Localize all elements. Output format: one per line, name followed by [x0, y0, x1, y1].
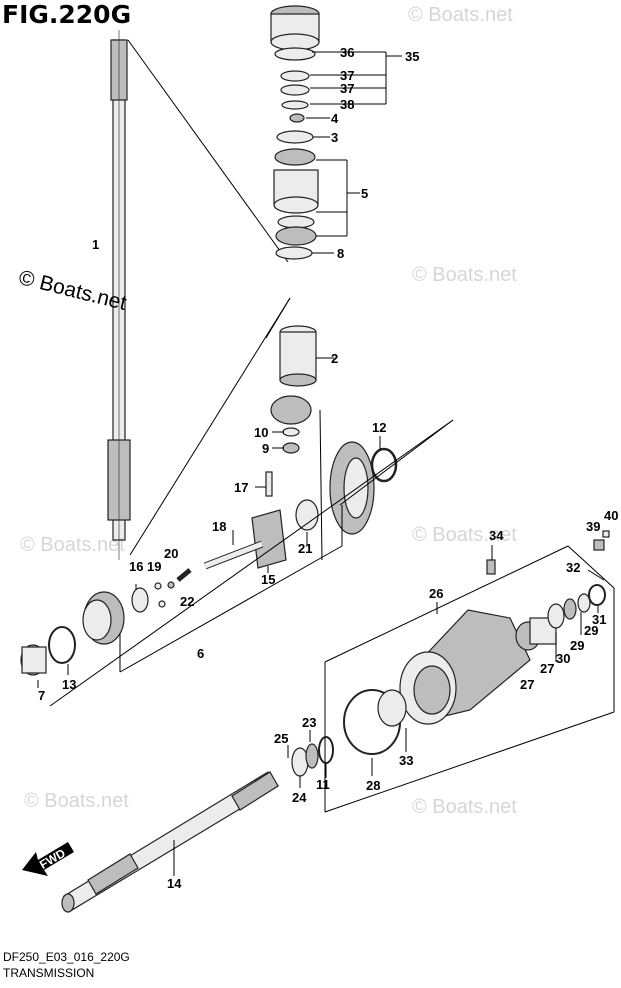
callout-21[interactable]: 21	[298, 541, 312, 556]
ring-gear[interactable]	[295, 441, 398, 535]
drive-shaft[interactable]	[107, 30, 131, 560]
callout-38[interactable]: 38	[340, 97, 354, 112]
callout-30[interactable]: 30	[556, 651, 570, 666]
callout-6[interactable]: 6	[197, 646, 204, 661]
propeller-shaft[interactable]	[61, 736, 334, 913]
callout-15[interactable]: 15	[261, 572, 275, 587]
figure-code: DF250_E03_016_220G	[3, 950, 130, 964]
callout-11[interactable]: 11	[316, 777, 330, 792]
callout-22[interactable]: 22	[180, 594, 194, 609]
callout-27a[interactable]: 27	[520, 677, 534, 692]
callout-35[interactable]: 35	[405, 49, 419, 64]
figure-name: TRANSMISSION	[3, 966, 95, 980]
figure-title: FIG.220G	[2, 0, 132, 29]
watermark-faint-5: © Boats.net	[24, 790, 129, 812]
callouts: 1 2 3 4 5 6 7 8 9 10 11 12 13 14 15 16 1…	[38, 45, 618, 891]
callout-7[interactable]: 7	[38, 688, 45, 703]
callout-37b[interactable]: 37	[340, 81, 354, 96]
callout-4[interactable]: 4	[331, 111, 339, 126]
callout-20[interactable]: 20	[164, 546, 178, 561]
callout-29a[interactable]: 29	[570, 638, 584, 653]
fwd-arrow-icon: FWD	[22, 842, 74, 876]
callout-19[interactable]: 19	[147, 559, 161, 574]
callout-37a[interactable]: 37	[340, 68, 354, 83]
callout-27b[interactable]: 27	[540, 661, 554, 676]
watermark-faint-3: © Boats.net	[20, 534, 125, 556]
pinion-gear[interactable]	[270, 325, 317, 454]
forward-gear[interactable]	[20, 587, 149, 676]
watermark-faint-4: © Boats.net	[412, 524, 517, 546]
callout-17[interactable]: 17	[234, 480, 248, 495]
watermark-faint-2: © Boats.net	[412, 264, 517, 286]
watermark-faint-1: © Boats.net	[408, 4, 513, 26]
callout-40[interactable]: 40	[604, 508, 618, 523]
callout-39[interactable]: 39	[586, 519, 600, 534]
callout-23[interactable]: 23	[302, 715, 316, 730]
callout-25[interactable]: 25	[274, 731, 288, 746]
callout-3[interactable]: 3	[331, 130, 338, 145]
callout-2[interactable]: 2	[331, 351, 338, 366]
callout-14[interactable]: 14	[167, 876, 182, 891]
callout-8[interactable]: 8	[337, 246, 344, 261]
callout-29b[interactable]: 29	[584, 623, 598, 638]
callout-32[interactable]: 32	[566, 560, 580, 575]
callout-9[interactable]: 9	[262, 441, 269, 456]
callout-36[interactable]: 36	[340, 45, 354, 60]
callout-34[interactable]: 34	[489, 528, 504, 543]
callout-1[interactable]: 1	[92, 237, 99, 252]
bearing-housing[interactable]	[343, 530, 610, 755]
watermark-faint-6: © Boats.net	[412, 796, 517, 818]
callout-12[interactable]: 12	[372, 420, 386, 435]
callout-13[interactable]: 13	[62, 677, 76, 692]
shift-small-parts[interactable]	[154, 568, 192, 608]
clutch-assembly[interactable]	[203, 471, 287, 570]
callout-5[interactable]: 5	[361, 186, 368, 201]
callout-33[interactable]: 33	[399, 753, 413, 768]
bearing-stack[interactable]	[270, 5, 320, 260]
callout-18[interactable]: 18	[212, 519, 226, 534]
callout-26[interactable]: 26	[429, 586, 443, 601]
callout-16[interactable]: 16	[129, 559, 143, 574]
callout-31[interactable]: 31	[592, 612, 606, 627]
callout-24[interactable]: 24	[292, 790, 307, 805]
callout-10[interactable]: 10	[254, 425, 268, 440]
callout-28[interactable]: 28	[366, 778, 380, 793]
